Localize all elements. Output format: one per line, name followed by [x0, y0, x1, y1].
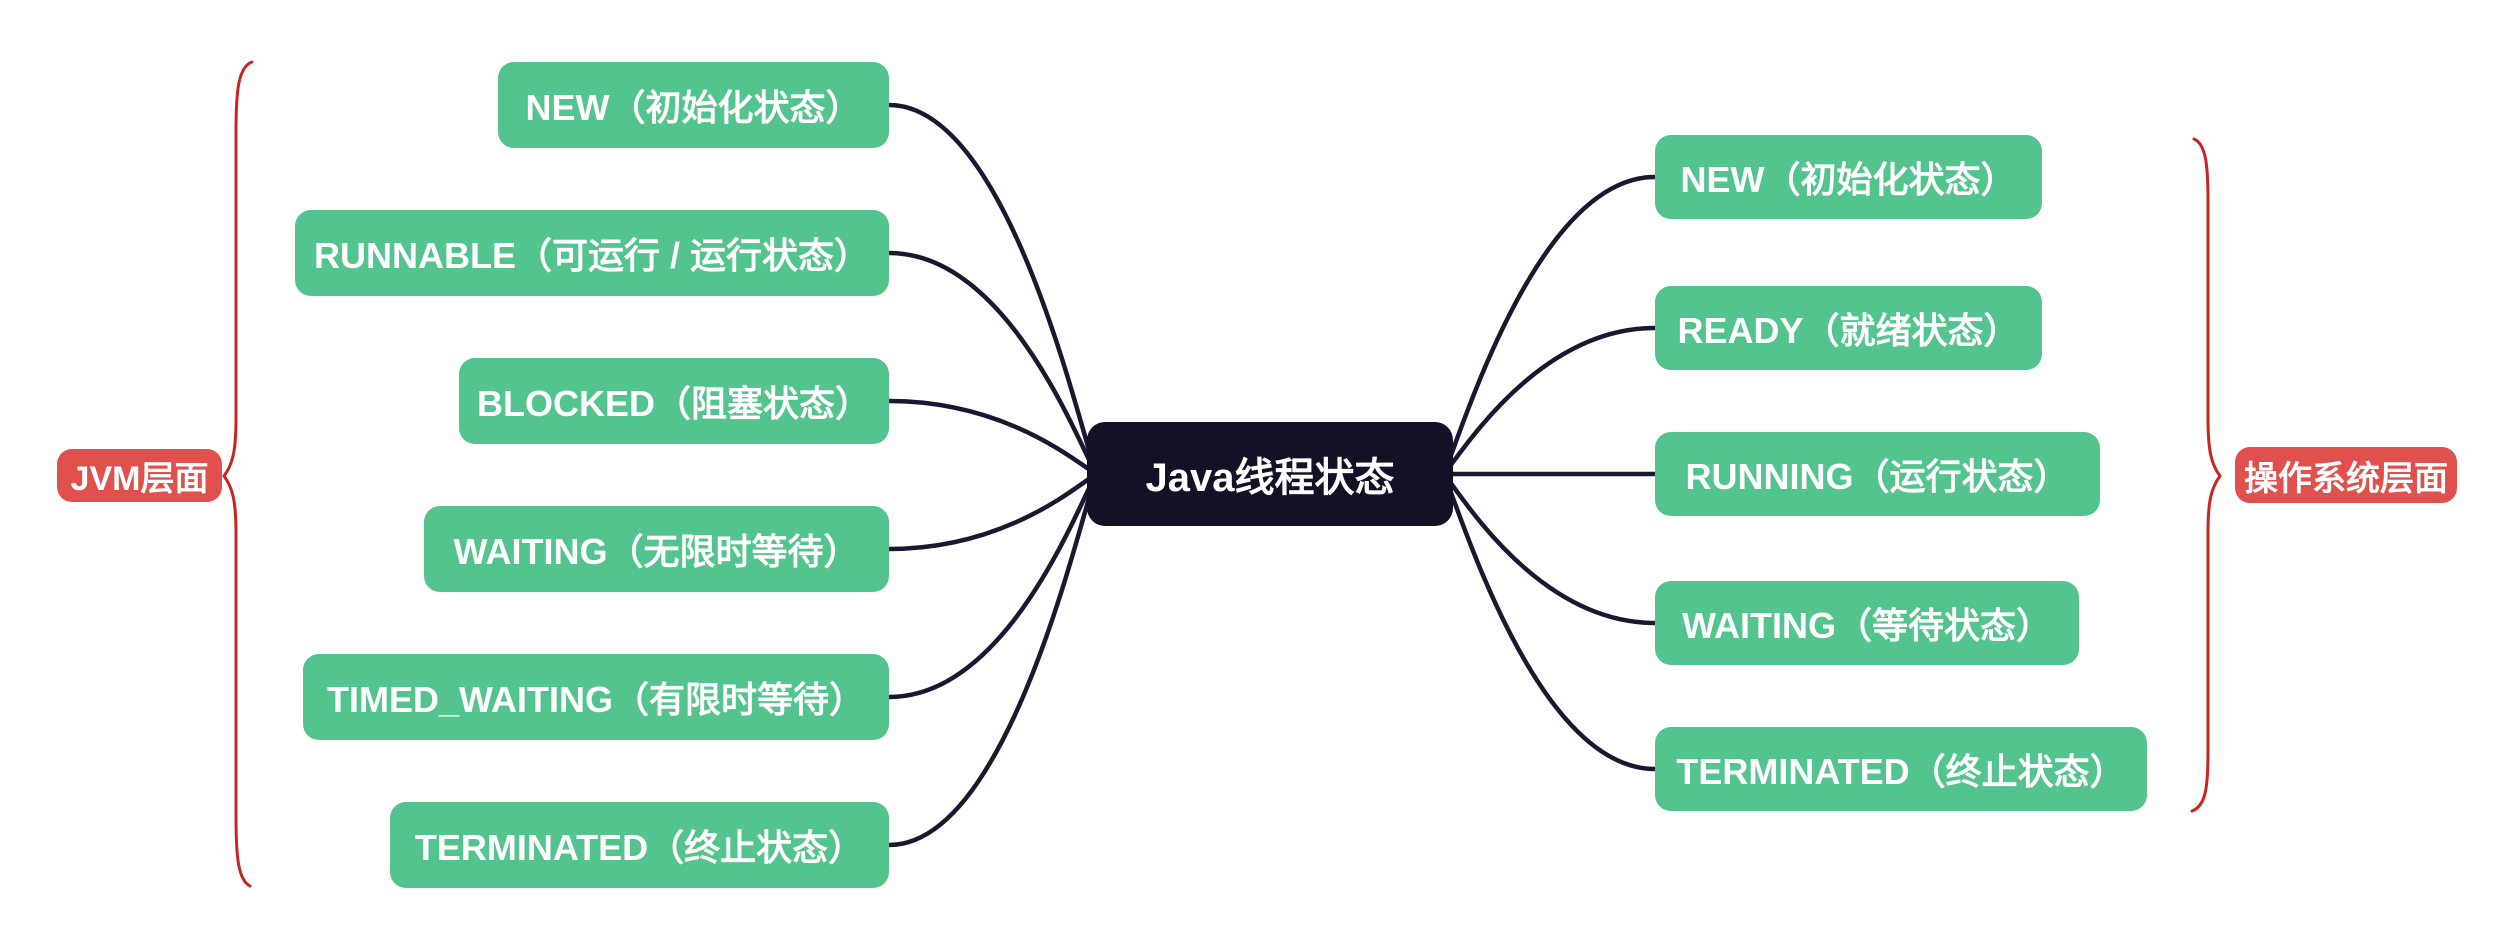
node-os-ready[interactable]: READY（就绪状态）	[1655, 286, 2042, 370]
connector-jvm-runnable	[886, 250, 1099, 477]
right-connectors	[1441, 174, 1658, 772]
node-jvm-terminated[interactable]: TERMINATED（终止状态）	[390, 802, 889, 888]
connector-os-terminated	[1441, 471, 1658, 772]
connector-os-new	[1441, 174, 1658, 477]
node-jvm-waiting[interactable]: WAITING（无限时等待）	[424, 506, 889, 592]
right-brace	[2190, 137, 2222, 813]
left-connectors	[886, 102, 1099, 848]
node-jvm-timed-waiting[interactable]: TIMED_WAITING（有限时等待）	[303, 654, 889, 740]
node-jvm-blocked[interactable]: BLOCKED（阻塞状态）	[459, 358, 889, 444]
node-jvm-runnable[interactable]: RUNNABLE（可运行 / 运行状态）	[295, 210, 889, 296]
os-group-label[interactable]: 操作系统层面	[2235, 447, 2457, 503]
left-brace	[222, 60, 254, 888]
connector-jvm-timed-waiting	[886, 471, 1099, 700]
connector-jvm-blocked	[886, 398, 1099, 477]
node-os-terminated[interactable]: TERMINATED（终止状态）	[1655, 727, 2147, 811]
root-node-java-thread-state[interactable]: Java线程状态	[1087, 422, 1453, 526]
connector-jvm-terminated	[886, 471, 1099, 848]
node-os-new[interactable]: NEW（初始化状态）	[1655, 135, 2042, 219]
node-jvm-new[interactable]: NEW（初始化状态）	[498, 62, 889, 148]
connector-os-waiting	[1441, 471, 1658, 626]
connector-jvm-new	[886, 102, 1099, 477]
jvm-group-label[interactable]: JVM层面	[57, 449, 222, 502]
node-os-waiting[interactable]: WAITING（等待状态）	[1655, 581, 2079, 665]
connector-jvm-waiting	[886, 471, 1099, 552]
connector-os-ready	[1441, 325, 1658, 477]
node-os-running[interactable]: RUNNING（运行状态）	[1655, 432, 2100, 516]
